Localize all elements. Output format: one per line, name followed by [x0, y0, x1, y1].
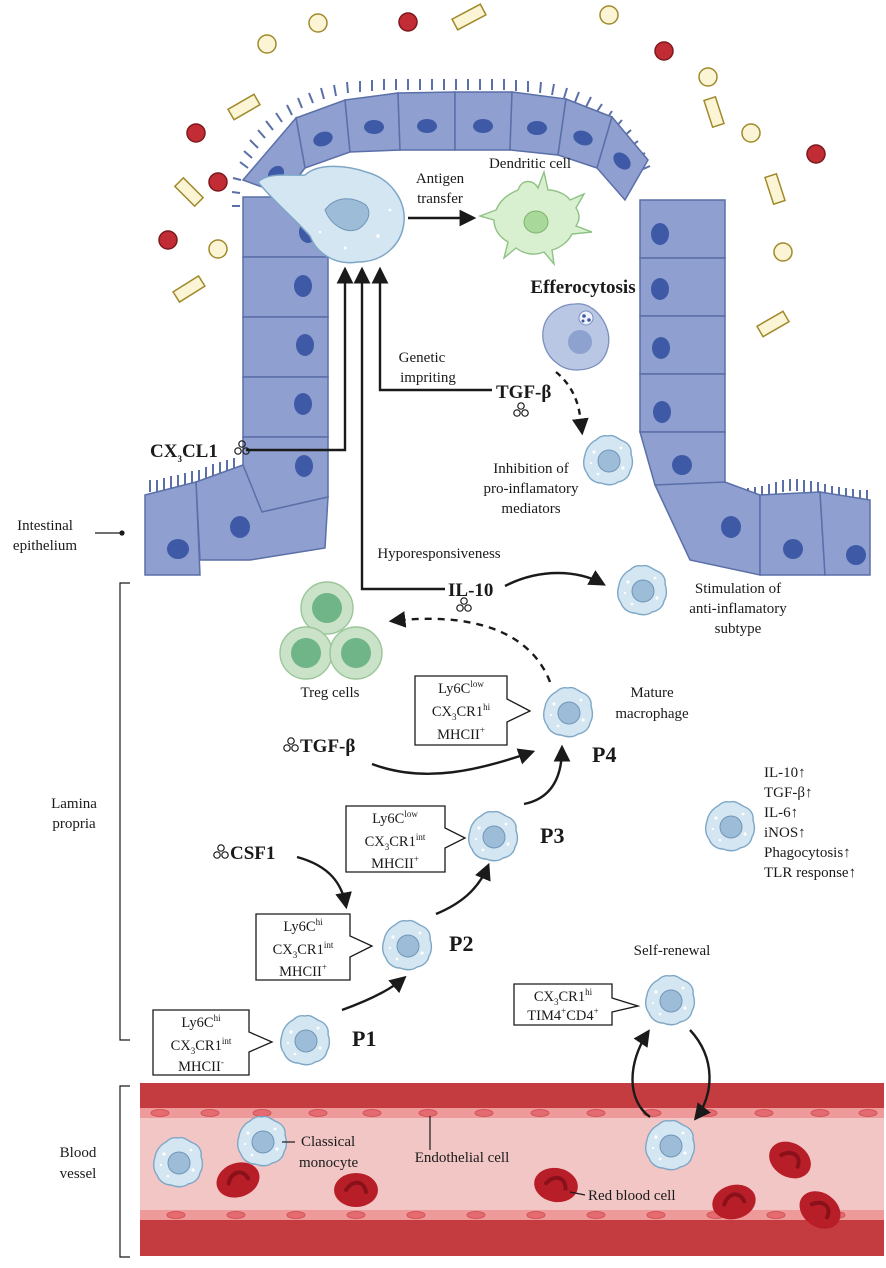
p3-marker-ly6c: Ly6Clow [372, 809, 418, 827]
blood-vessel-label-2: vessel [60, 1166, 97, 1182]
genetic-imprinting-label-1: Genetic [399, 350, 446, 366]
p4-marker-ly6c: Ly6Clow [438, 679, 484, 697]
classical-monocyte-1 [152, 1136, 204, 1188]
treg-cells-label: Treg cells [300, 685, 359, 701]
p2-marker-ly6c: Ly6Chi [283, 917, 323, 935]
self-renewal-label: Self-renewal [634, 943, 711, 959]
p2-p3-arrow [435, 862, 491, 916]
red-blood-cell-label: Red blood cell [588, 1188, 675, 1204]
p3-p4-arrow [523, 744, 571, 806]
treg-cells-cluster [279, 581, 383, 680]
lamina-propria-label-2: propria [52, 816, 96, 832]
anti-inflammatory-macrophage [616, 564, 668, 616]
cx3cl1-label: CX3CL1 [150, 441, 218, 464]
tgfb-lp-chemokine-icon [283, 737, 299, 752]
antigen-transfer-label-2: transfer [417, 191, 463, 207]
arrows [246, 209, 711, 1121]
intestinal-epithelium-label-1: Intestinal [17, 518, 73, 534]
tgfb-epithelium-label: TGF-β [496, 382, 551, 403]
p1-marker-cx3cr1: CX3CR1int [171, 1036, 232, 1056]
effect-item: TGF-β↑ [764, 785, 812, 801]
classical-monocyte-label-1: Classical [301, 1134, 355, 1150]
stage-p3: P3 [540, 823, 564, 848]
stimulation-label-2: anti-inflamatory [689, 601, 787, 617]
inhibition-label-1: Inhibition of [493, 461, 568, 477]
p1-marker-mhcii: MHCII- [178, 1057, 224, 1075]
p4-marker-cx3cr1: CX3CR1hi [432, 702, 491, 722]
classical-monocyte-label-2: monocyte [299, 1155, 358, 1171]
efferocytosis-macrophage [542, 303, 610, 371]
tgfb-lamina-label: TGF-β [300, 736, 355, 757]
tgfb-arrow [371, 266, 492, 392]
csf1-label: CSF1 [230, 843, 275, 864]
stage-p1: P1 [352, 1026, 376, 1051]
stimulation-label-3: subtype [715, 621, 762, 637]
dendritic-cell-label: Dendritic cell [489, 156, 571, 172]
genetic-imprinting-label-2: impriting [400, 370, 456, 386]
antigen-transfer-label-1: Antigen [416, 171, 465, 187]
classical-monocyte-2 [236, 1115, 288, 1167]
bacteria-group [158, 3, 826, 338]
macrophage-p3 [467, 810, 519, 862]
effect-item: IL-10↑ [764, 765, 806, 781]
effect-item: iNOS↑ [764, 825, 806, 841]
csf1-chemokine-icon [213, 844, 229, 859]
tgfb-chemokine-icon [513, 402, 529, 417]
resident-marker-tim4-cd4: TIM4+CD4+ [527, 1006, 598, 1024]
intestinal-epithelium-label-2: epithelium [13, 538, 77, 554]
cx3cl1-arrow [246, 266, 354, 452]
activated-macrophage [704, 800, 756, 852]
self-renewal-arrow-up [631, 1029, 651, 1118]
tgfb-p4-arrow [371, 748, 536, 775]
p3-marker-cx3cr1: CX3CR1int [365, 832, 426, 852]
macrophage-p2 [381, 919, 433, 971]
stimulation-arrow [504, 570, 606, 588]
efferocytosis-label: Efferocytosis [530, 277, 635, 298]
self-renewal-arrow-down [689, 1029, 711, 1121]
resident-marker-cx3cr1: CX3CR1hi [534, 987, 593, 1007]
il10-arrow [353, 266, 445, 591]
red-blood-cell-2 [332, 1171, 380, 1209]
il10-label: IL-10 [448, 580, 493, 601]
effects-list: IL-10↑ TGF-β↑ IL-6↑ iNOS↑ Phagocytosis↑ … [764, 765, 856, 881]
p1-marker-ly6c: Ly6Chi [181, 1013, 221, 1031]
hyporesponsiveness-label: Hyporesponsiveness [377, 546, 500, 562]
label-lines [95, 530, 586, 1258]
p2-marker-mhcii: MHCII+ [279, 962, 327, 980]
p2-marker-cx3cr1: CX3CR1int [273, 940, 334, 960]
treg-arrow [388, 611, 552, 683]
lamina-propria-label-1: Lamina [51, 796, 97, 812]
extravasating-monocyte [644, 1119, 696, 1171]
effect-item: IL-6↑ [764, 805, 798, 821]
self-renewing-macrophage [644, 974, 696, 1026]
csf1-arrow [296, 855, 352, 910]
mature-macrophage-label-2: macrophage [615, 706, 689, 722]
inhibition-label-3: mediators [501, 501, 560, 517]
mature-macrophage-p4 [542, 686, 594, 738]
inhibition-label-2: pro-inflamatory [484, 481, 579, 497]
dendritic-cell-shape [477, 169, 593, 267]
stimulation-label-1: Stimulation of [695, 581, 781, 597]
p4-marker-mhcii: MHCII+ [437, 725, 485, 743]
p3-marker-mhcii: MHCII+ [371, 854, 419, 872]
mature-macrophage-label-1: Mature [630, 685, 674, 701]
effect-item: TLR response↑ [764, 865, 856, 881]
intestinal-epithelium [144, 79, 871, 576]
blood-vessel-label-1: Blood [60, 1145, 97, 1161]
p1-p2-arrow [341, 975, 407, 1012]
macrophage-p1 [279, 1014, 331, 1066]
stage-p4: P4 [592, 742, 616, 767]
inhibition-macrophage [582, 434, 634, 486]
efferocytosis-arrow [555, 371, 589, 436]
endothelial-cell-label: Endothelial cell [415, 1150, 510, 1166]
effect-item: Phagocytosis↑ [764, 845, 851, 861]
stage-p2: P2 [449, 931, 473, 956]
marker-boxes [152, 675, 641, 1076]
